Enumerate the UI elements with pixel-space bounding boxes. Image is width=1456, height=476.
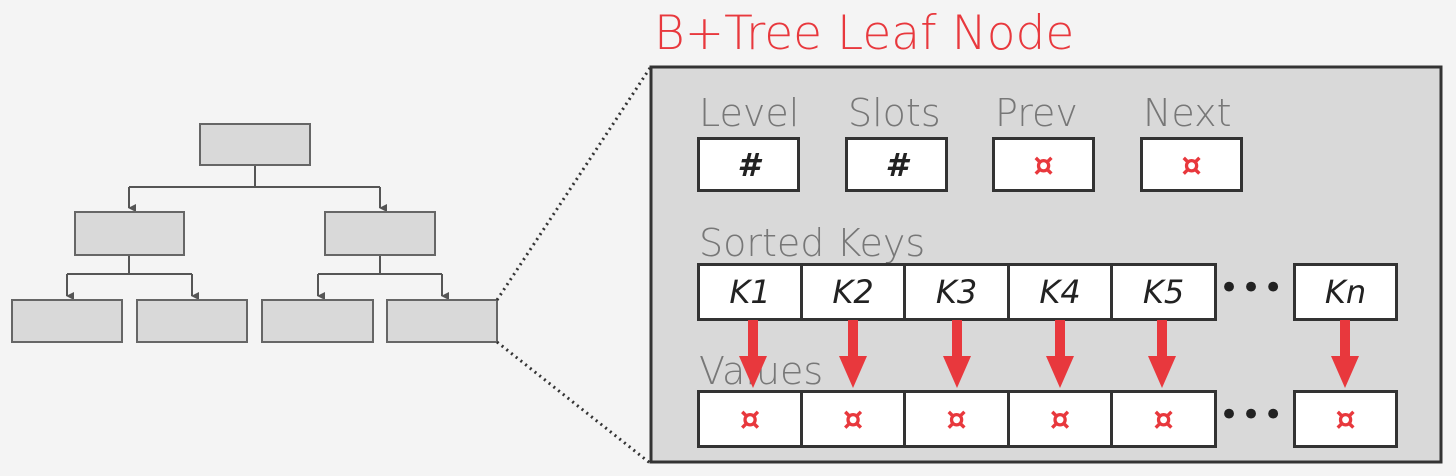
level-value: #: [697, 137, 800, 192]
key-cell: K1: [697, 263, 803, 321]
value-cell: ¤: [800, 390, 906, 448]
tree-leaf-node-2: [136, 299, 248, 343]
key-cell: K4: [1007, 263, 1113, 321]
level-label: Level: [699, 91, 800, 135]
prev-pointer: ¤: [992, 137, 1095, 192]
key-cell: K2: [800, 263, 906, 321]
keys-ellipsis: •••: [1219, 268, 1286, 308]
tree-leaf-node-4: [386, 299, 498, 343]
key-cell: K3: [903, 263, 1010, 321]
next-pointer: ¤: [1140, 137, 1243, 192]
slots-label: Slots: [848, 91, 941, 135]
key-cell: Kn: [1293, 263, 1398, 321]
next-label: Next: [1143, 91, 1232, 135]
sorted-keys-label: Sorted Keys: [699, 221, 926, 265]
slots-value: #: [845, 137, 948, 192]
tree-leaf-node-1: [11, 299, 123, 343]
values-label: Values: [699, 349, 824, 393]
slide-title: B+Tree Leaf Node: [654, 6, 1075, 61]
tree-leaf-node-3: [261, 299, 374, 343]
tree-inner-node-right: [324, 211, 436, 256]
values-ellipsis: •••: [1219, 395, 1286, 435]
tree-inner-node-left: [74, 211, 185, 256]
prev-label: Prev: [995, 91, 1078, 135]
value-cell: ¤: [1110, 390, 1217, 448]
tree-nodes: [11, 123, 498, 343]
tree-edges: [66, 165, 449, 300]
zoom-lines: [495, 67, 652, 465]
value-cell: ¤: [1293, 390, 1398, 448]
value-cell: ¤: [697, 390, 803, 448]
key-cell: K5: [1110, 263, 1217, 321]
value-cell: ¤: [1007, 390, 1113, 448]
tree-root-node: [199, 123, 311, 166]
value-cell: ¤: [903, 390, 1010, 448]
